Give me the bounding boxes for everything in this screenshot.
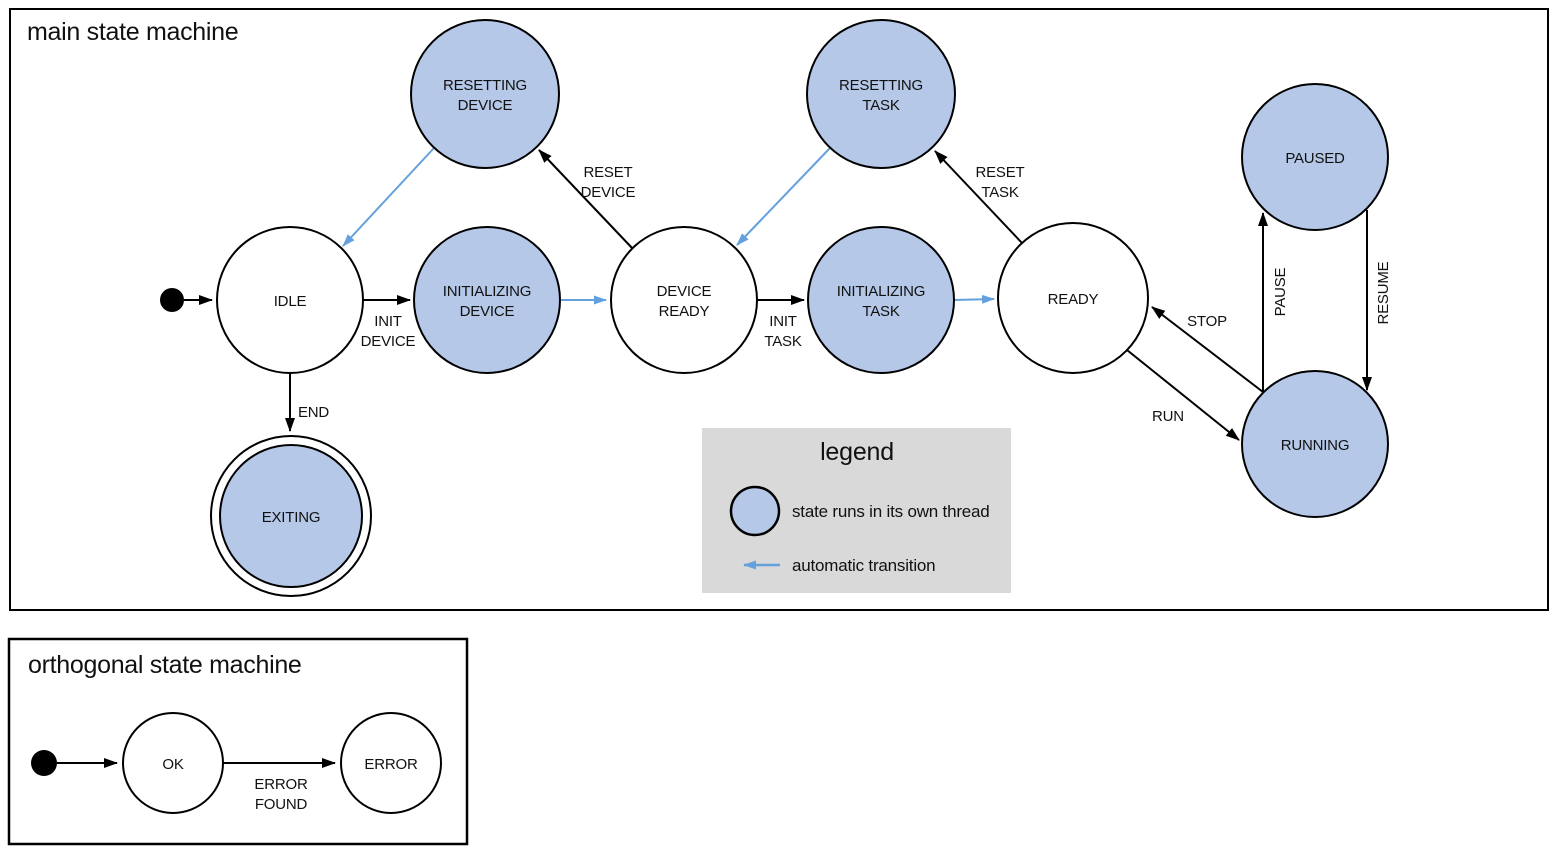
- orthogonal-machine-border: [7, 637, 469, 846]
- state-initializing-device-circle: [413, 226, 561, 374]
- legend-thread-state-label: state runs in its own thread: [792, 502, 990, 521]
- edge-running-to-ready-stop: [1151, 306, 1264, 393]
- edge-label-init-task-line2: TASK: [764, 333, 801, 350]
- state-initializing-task: INITIALIZING TASK: [807, 226, 955, 374]
- state-resetting-task-circle: [806, 19, 956, 169]
- state-running: RUNNING: [1241, 370, 1389, 518]
- state-exiting-inner-circle: [219, 444, 363, 588]
- state-resetting-task-label-line2: TASK: [862, 97, 899, 114]
- state-paused: PAUSED: [1241, 83, 1389, 231]
- edge-ready-to-resetting-task: [934, 150, 1023, 244]
- edge-label-error-found-line2: FOUND: [255, 796, 308, 813]
- state-error: ERROR: [340, 712, 442, 814]
- edge-label-init-task-line1: INIT: [769, 313, 797, 330]
- edge-ready-to-running-run: [1126, 349, 1240, 441]
- state-paused-circle: [1241, 83, 1389, 231]
- state-initializing-task-circle: [807, 226, 955, 374]
- state-idle-circle: [216, 226, 364, 374]
- orthogonal-initial-state-dot: [31, 750, 57, 776]
- state-error-circle: [340, 712, 442, 814]
- state-resetting-device-label-line1: RESETTING: [443, 77, 527, 94]
- state-initializing-device: INITIALIZING DEVICE: [413, 226, 561, 374]
- state-initializing-task-label-line2: TASK: [862, 303, 899, 320]
- state-idle-label: IDLE: [274, 293, 307, 310]
- state-paused-label: PAUSED: [1285, 150, 1345, 167]
- state-ok-circle: [122, 712, 224, 814]
- state-initializing-task-label-line1: INITIALIZING: [837, 283, 925, 300]
- legend: legend state runs in its own thread auto…: [702, 428, 1011, 593]
- edge-label-resume: RESUME: [1375, 261, 1392, 324]
- state-ready-circle: [997, 222, 1149, 374]
- edge-label-run: RUN: [1152, 408, 1184, 425]
- orthogonal-machine-title: orthogonal state machine: [28, 651, 302, 679]
- state-resetting-device-circle: [410, 19, 560, 169]
- state-resetting-task-label-line1: RESETTING: [839, 77, 923, 94]
- state-device-ready-circle: [610, 226, 758, 374]
- state-idle: IDLE: [216, 226, 364, 374]
- state-ok-label: OK: [162, 756, 183, 773]
- state-ready: READY: [997, 222, 1149, 374]
- state-initializing-device-label-line2: DEVICE: [460, 303, 515, 320]
- state-initializing-device-label-line1: INITIALIZING: [443, 283, 531, 300]
- main-initial-state-dot: [160, 288, 184, 312]
- edge-device-ready-to-resetting-device: [538, 149, 634, 250]
- state-resetting-device-label-line2: DEVICE: [458, 97, 513, 114]
- edge-label-end: END: [298, 404, 329, 421]
- edge-label-reset-device-line1: RESET: [583, 164, 632, 181]
- state-exiting-label: EXITING: [262, 509, 321, 526]
- edge-label-stop: STOP: [1187, 313, 1227, 330]
- state-resetting-task: RESETTING TASK: [806, 19, 956, 169]
- state-resetting-device: RESETTING DEVICE: [410, 19, 560, 169]
- state-device-ready-label-line2: READY: [659, 303, 710, 320]
- edge-label-init-device-line1: INIT: [374, 313, 402, 330]
- state-error-label: ERROR: [364, 756, 418, 773]
- state-ready-label: READY: [1048, 291, 1099, 308]
- legend-thread-state-icon: [729, 485, 781, 537]
- edge-label-reset-task-line2: TASK: [981, 184, 1018, 201]
- state-running-circle: [1241, 370, 1389, 518]
- main-machine-title: main state machine: [27, 18, 238, 46]
- state-device-ready-label-line1: DEVICE: [657, 283, 712, 300]
- main-machine-border: [9, 8, 1549, 611]
- edge-auto-initializing-task-to-ready: [953, 294, 995, 304]
- legend-auto-transition-label: automatic transition: [792, 556, 935, 575]
- state-running-label: RUNNING: [1281, 437, 1350, 454]
- state-ok: OK: [122, 712, 224, 814]
- edge-auto-resetting-device-to-idle: [342, 147, 435, 247]
- edge-label-reset-task-line1: RESET: [975, 164, 1024, 181]
- legend-title: legend: [820, 438, 894, 466]
- edge-auto-resetting-task-to-device-ready: [736, 147, 831, 246]
- edge-label-init-device-line2: DEVICE: [361, 333, 416, 350]
- state-exiting-final: EXITING: [210, 435, 372, 597]
- edge-label-reset-device-line2: DEVICE: [581, 184, 636, 201]
- state-device-ready: DEVICE READY: [610, 226, 758, 374]
- edge-label-pause: PAUSE: [1272, 267, 1289, 316]
- edge-label-error-found-line1: ERROR: [254, 776, 308, 793]
